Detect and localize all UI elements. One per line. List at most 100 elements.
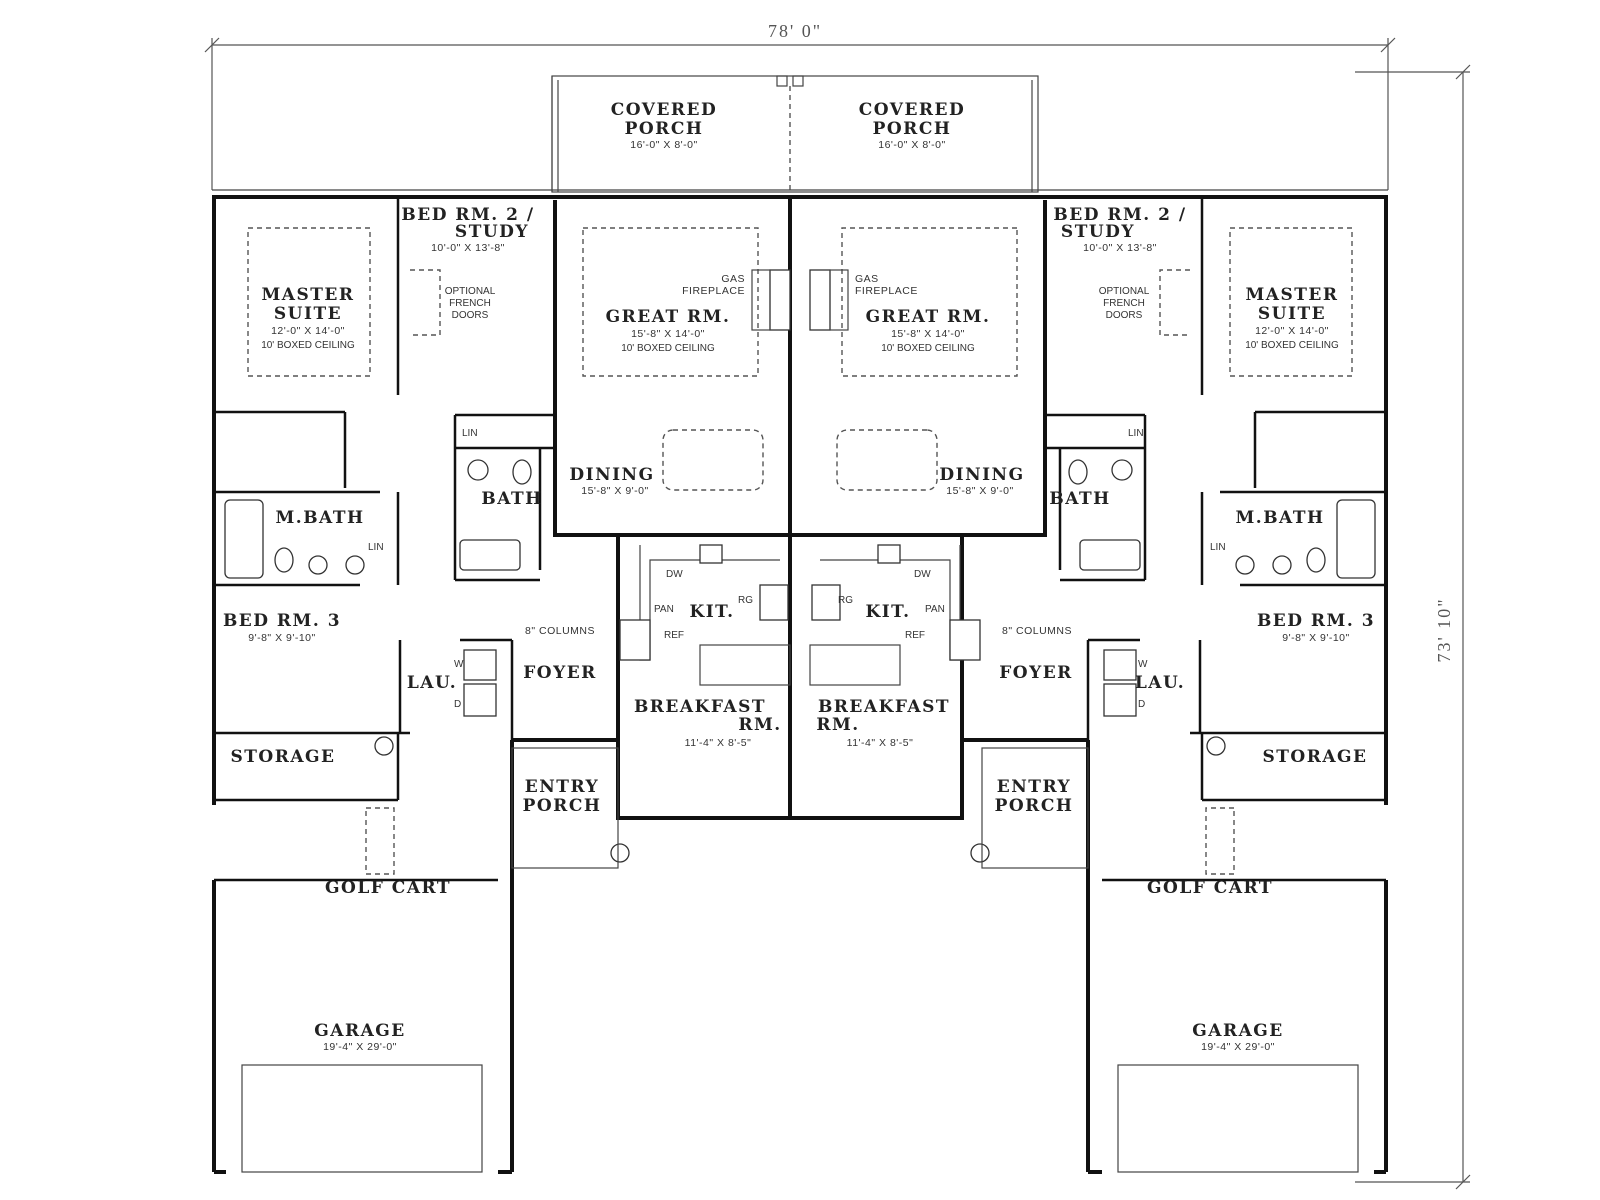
left-great-room-size: 15'-8" X 14'-0" (631, 328, 705, 340)
right-entry-porch-label-2: PORCH (995, 796, 1074, 816)
left-bed3-label: BED RM. 3 (223, 611, 341, 631)
left-laundry-label: LAU. (407, 673, 457, 693)
left-dining-size: 15'-8" X 9'-0" (581, 485, 649, 497)
right-great-room-label: GREAT RM. (866, 307, 991, 327)
right-master-suite-note: 10' BOXED CEILING (1245, 340, 1339, 351)
left-garage-label: GARAGE (314, 1021, 406, 1041)
left-bed2-note-1: OPTIONAL (445, 286, 496, 297)
right-foyer-label: FOYER (999, 663, 1073, 683)
right-covered-porch-label: COVERED (859, 100, 966, 120)
left-unit-labels: MASTER SUITE 12'-0" X 14'-0" 10' BOXED C… (223, 205, 781, 1053)
overall-width-label: 78' 0" (768, 21, 822, 41)
left-kitchen-label: KIT. (689, 602, 734, 622)
right-fireplace-label: GAS (855, 273, 879, 285)
left-bed2-label: BED RM. 2 / (401, 205, 534, 225)
left-covered-porch-label-2: PORCH (625, 119, 704, 139)
overall-width-dimension: 78' 0" (204, 21, 1396, 190)
left-garage-size: 19'-4" X 29'-0" (323, 1041, 397, 1053)
left-mbath-label: M.BATH (275, 508, 364, 528)
left-great-room-label: GREAT RM. (606, 307, 731, 327)
covered-porches: COVERED PORCH 16'-0" X 8'-0" COVERED POR… (551, 75, 1039, 193)
right-golf-cart-label: GOLF CART (1147, 878, 1273, 898)
right-garage-label: GARAGE (1192, 1021, 1284, 1041)
right-master-suite-label: MASTER (1245, 285, 1338, 305)
right-bed3-label: BED RM. 3 (1257, 611, 1375, 631)
right-unit-details (809, 227, 1376, 1173)
left-lin-label: LIN (462, 428, 478, 439)
right-bed2-note-1: OPTIONAL (1099, 286, 1150, 297)
left-bed2-label-2: STUDY (455, 222, 529, 242)
left-mbath-lin-label: LIN (368, 542, 384, 553)
right-lin-label: LIN (1128, 428, 1144, 439)
left-fireplace-label-2: FIREPLACE (682, 285, 745, 297)
right-bed2-label: BED RM. 2 / (1053, 205, 1186, 225)
left-dw-label: DW (666, 569, 683, 580)
overall-depth-label: 73' 10" (1434, 597, 1454, 662)
right-laundry-label: LAU. (1135, 673, 1185, 693)
right-garage-size: 19'-4" X 29'-0" (1201, 1041, 1275, 1053)
right-ref-label: REF (905, 630, 925, 641)
left-bed3-size: 9'-8" X 9'-10" (248, 632, 316, 644)
left-bed2-size: 10'-0" X 13'-8" (431, 242, 505, 254)
right-mbath-lin-label: LIN (1210, 542, 1226, 553)
left-dining-label: DINING (569, 465, 654, 485)
left-washer-label: W (454, 659, 464, 670)
left-breakfast-label-2: RM. (738, 715, 781, 735)
left-breakfast-size: 11'-4" X 8'-5" (685, 737, 752, 749)
left-master-suite-size: 12'-0" X 14'-0" (271, 325, 345, 337)
right-bed2-label-2: STUDY (1061, 222, 1135, 242)
right-great-room-size: 15'-8" X 14'-0" (891, 328, 965, 340)
left-fireplace-label: GAS (721, 273, 745, 285)
right-unit-labels: MASTER SUITE 12'-0" X 14'-0" 10' BOXED C… (816, 205, 1375, 1053)
left-breakfast-label: BREAKFAST (634, 697, 766, 717)
left-golf-cart-label: GOLF CART (325, 878, 451, 898)
left-rg-label: RG (738, 595, 753, 606)
right-unit-walls (1045, 197, 1386, 882)
right-covered-porch-size: 16'-0" X 8'-0" (878, 139, 946, 151)
left-unit-walls (214, 197, 555, 882)
right-dryer-label: D (1138, 699, 1145, 710)
right-mbath-label: M.BATH (1235, 508, 1324, 528)
right-bed2-size: 10'-0" X 13'-8" (1083, 242, 1157, 254)
right-breakfast-label: BREAKFAST (818, 697, 950, 717)
overall-depth-dimension: 73' 10" (1355, 64, 1471, 1190)
left-covered-porch-size: 16'-0" X 8'-0" (630, 139, 698, 151)
right-breakfast-size: 11'-4" X 8'-5" (847, 737, 914, 749)
left-pan-label: PAN (654, 604, 674, 615)
right-pan-label: PAN (925, 604, 945, 615)
right-bath-label: BATH (1049, 489, 1110, 509)
right-bed2-note-2: FRENCH (1103, 298, 1145, 309)
right-great-room-note: 10' BOXED CEILING (881, 343, 975, 354)
left-bath-label: BATH (481, 489, 542, 509)
left-master-suite-note: 10' BOXED CEILING (261, 340, 355, 351)
right-covered-porch-label-2: PORCH (873, 119, 952, 139)
right-master-suite-label-2: SUITE (1258, 304, 1326, 324)
right-bed2-note-3: DOORS (1106, 310, 1143, 321)
right-washer-label: W (1138, 659, 1148, 670)
left-bed2-note-3: DOORS (452, 310, 489, 321)
left-unit-details (224, 227, 791, 1173)
left-great-room-note: 10' BOXED CEILING (621, 343, 715, 354)
left-ref-label: REF (664, 630, 684, 641)
left-storage-label: STORAGE (230, 747, 335, 767)
left-covered-porch-label: COVERED (611, 100, 718, 120)
right-master-suite-size: 12'-0" X 14'-0" (1255, 325, 1329, 337)
left-master-suite-label-2: SUITE (274, 304, 342, 324)
left-entry-porch-label-2: PORCH (523, 796, 602, 816)
right-storage-label: STORAGE (1262, 747, 1367, 767)
left-columns-label: 8" COLUMNS (525, 625, 595, 637)
right-dining-size: 15'-8" X 9'-0" (946, 485, 1014, 497)
left-entry-porch-label: ENTRY (525, 777, 599, 797)
right-columns-label: 8" COLUMNS (1002, 625, 1072, 637)
right-breakfast-label-2: RM. (816, 715, 859, 735)
left-master-suite-label: MASTER (261, 285, 354, 305)
right-kitchen-label: KIT. (865, 602, 910, 622)
left-dryer-label: D (454, 699, 461, 710)
right-entry-porch-label: ENTRY (997, 777, 1071, 797)
right-rg-label: RG (838, 595, 853, 606)
left-foyer-label: FOYER (523, 663, 597, 683)
left-bed2-note-2: FRENCH (449, 298, 491, 309)
right-fireplace-label-2: FIREPLACE (855, 285, 918, 297)
right-bed3-size: 9'-8" X 9'-10" (1282, 632, 1350, 644)
